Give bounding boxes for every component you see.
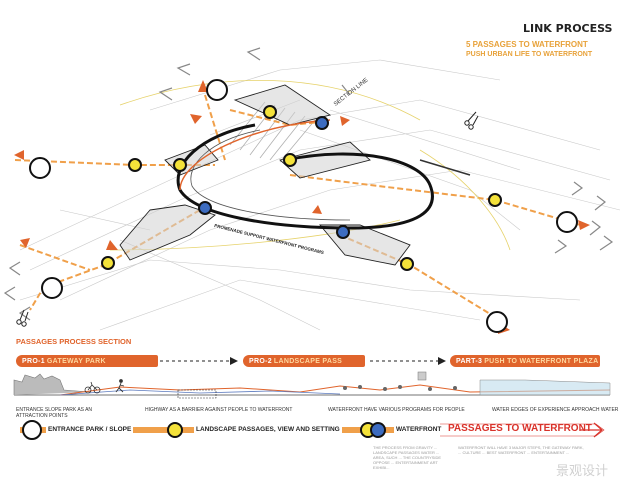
landscape-node [128,158,142,172]
arrow-right-icon [580,422,603,438]
legend-entrance: ENTRANCE PARK / SLOPE [46,426,134,433]
phase-code: PRO-1 [22,357,45,365]
landscape-node [400,257,414,271]
landscape-node [173,158,187,172]
landscape-node [488,193,502,207]
passages-arrow-outline [440,423,605,437]
footnote-right: WATERFRONT WILL HAVE 3 MAJOR STEPS, THE … [458,445,584,455]
road-orange-line [179,119,331,191]
phase-pill-part3: PART-3 PUSH TO WATERFRONT PLAZA [450,355,600,367]
phase-code: PART-3 [456,357,483,365]
waterfront-node [198,201,212,215]
entrance-node [206,79,228,101]
phase-name: LANDSCAPE PASS [273,357,343,365]
waterfront-node [336,225,350,239]
caption-highway: HIGHWAY AS A BARRIER AGAINST PEOPLE TO W… [145,407,293,413]
phase-pill-pro2: PRO-2 LANDSCAPE PASS [243,355,365,367]
gray-arrows [3,47,614,321]
site-linework [19,59,621,331]
phase-arrowhead [230,357,238,365]
passage-lines [14,94,581,321]
phase-name: PUSH TO WATERFRONT PLAZA [484,357,599,365]
page-title: LINK PROCESS [523,22,613,35]
loop-road-inner [190,129,351,221]
waterfront-node [315,116,329,130]
watermark: 景观设计 [556,464,609,479]
entrance-node [29,157,51,179]
road-extension [419,159,471,176]
section-heading: PASSAGES PROCESS SECTION [16,337,132,346]
landscape-node [101,256,115,270]
entrance-node [41,277,63,299]
entrance-node [556,211,578,233]
scissors-icon [464,111,479,130]
subtitle-urban-life: PUSH URBAN LIFE TO WATERFRONT [466,51,593,58]
legend-landscape: LANDSCAPE PASSAGES, VIEW AND SETTING [194,426,342,433]
caption-entrance: ENTRANCE SLOPE PARK AS AN ATTRACTION POI… [16,407,93,419]
legend-nodes [22,420,386,440]
phase-arrowhead [438,357,446,365]
scissors-icon [16,309,29,327]
section-strip [13,371,611,399]
landscape-node [263,105,277,119]
phase-name: GATEWAY PARK [46,357,106,365]
footnote-left: THE PROCESS FROM GRAVITY ... LANDSCAPE P… [373,445,442,470]
runner-icon [115,379,125,393]
passage-nodes [29,79,578,333]
landscape-node [283,153,297,167]
entrance-node [486,311,508,333]
caption-water-edges: WATER EDGES OF EXPERIENCE APPROACH WATER [492,407,619,413]
phase-code: PRO-2 [249,357,272,365]
bicycle-icon [84,381,101,394]
phase-pill-pro1: PRO-1 GATEWAY PARK [16,355,158,367]
legend-waterfront: WATERFRONT [394,426,444,433]
legend-passages: PASSAGES TO WATERFRONT [448,423,592,434]
caption-programs: WATERFRONT HAVE VARIOUS PROGRAMS FOR PEO… [328,407,465,413]
subtitle-passages: 5 PASSAGES TO WATERFRONT [466,40,588,49]
